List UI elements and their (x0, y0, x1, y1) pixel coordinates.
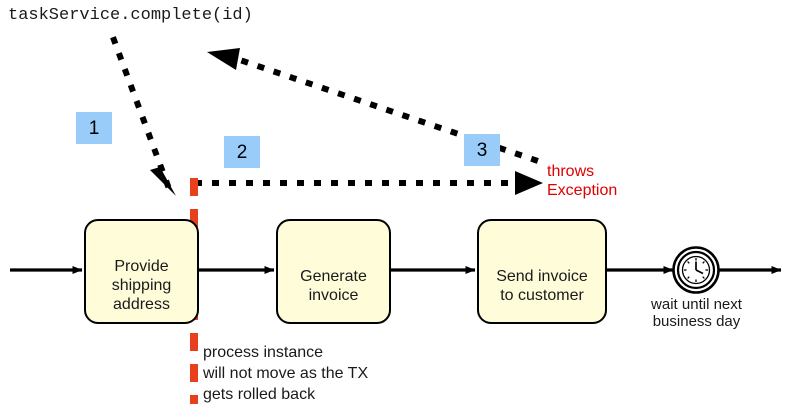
rollback-note-label: process instance will not move as the TX… (203, 344, 369, 403)
step-badge-3[interactable]: 3 (464, 134, 500, 166)
arrowhead-1 (150, 167, 176, 196)
timer-event-caption: wait until next business day (651, 296, 742, 330)
clock-icon (681, 255, 711, 285)
arrow-1-complete-call (110, 36, 172, 190)
throws-exception-label: throws Exception (547, 163, 618, 199)
task-provide-shipping-address[interactable]: Provide shipping address (84, 219, 199, 324)
task-label-provide-shipping-address: Provide shipping address (111, 258, 172, 313)
task-generate-invoice[interactable]: Generate invoice (276, 219, 391, 324)
arrowhead-2-exception (515, 171, 543, 195)
dotted-arrow-heads (150, 48, 543, 196)
arrowhead-3-return (207, 48, 240, 70)
task-send-invoice-to-customer[interactable]: Send invoice to customer (477, 219, 607, 324)
timer-event (672, 246, 720, 294)
task-label-send-invoice-to-customer: Send invoice to customer (496, 268, 588, 304)
step-badge-1[interactable]: 1 (76, 112, 112, 144)
task-label-generate-invoice: Generate invoice (300, 268, 367, 304)
step-badge-2[interactable]: 2 (224, 136, 260, 168)
page-title-code: taskService.complete(id) (8, 6, 253, 25)
